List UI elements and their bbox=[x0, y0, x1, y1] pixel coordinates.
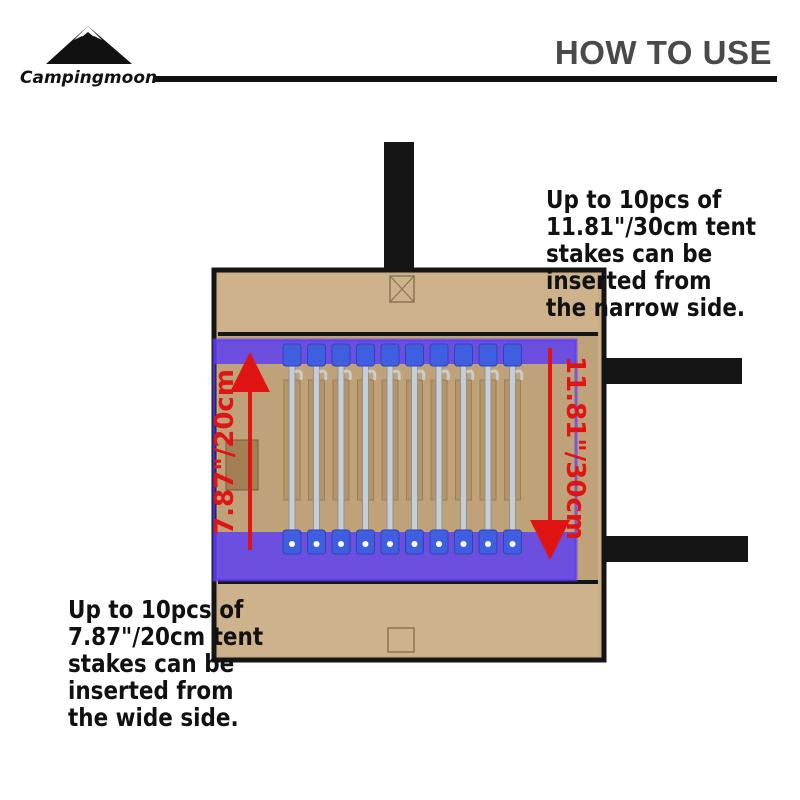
callout-line: inserted from bbox=[68, 676, 234, 705]
callout-line: Up to 10pcs of bbox=[546, 185, 722, 214]
stake-shaft bbox=[509, 361, 516, 531]
stake-head-top bbox=[429, 343, 449, 367]
wide-side-callout: Up to 10pcs of 7.87"/20cm tent stakes ca… bbox=[68, 596, 263, 731]
stake-hook bbox=[441, 369, 450, 381]
stake-shaft bbox=[484, 361, 492, 531]
stake-hook bbox=[367, 369, 377, 381]
stake-hook bbox=[392, 369, 401, 381]
stake-head-hole bbox=[509, 541, 516, 547]
right-strap-lower bbox=[590, 536, 748, 562]
stake-hook bbox=[318, 369, 328, 381]
stake-head-top bbox=[380, 343, 400, 367]
bottom-flap bbox=[218, 582, 598, 656]
stake-head-top bbox=[331, 343, 351, 367]
stitch-box-top bbox=[389, 275, 415, 303]
stake-shaft bbox=[460, 361, 467, 531]
stake-head-hole bbox=[289, 541, 295, 547]
header: Campingmoon HOW TO USE bbox=[0, 0, 800, 110]
header-divider bbox=[155, 76, 777, 82]
stake-head-hole bbox=[313, 541, 320, 547]
stake-hook bbox=[490, 369, 499, 381]
width-dimension-label: 7.87"/20cm bbox=[210, 369, 240, 535]
stake-head-top bbox=[282, 343, 302, 367]
right-strap-upper bbox=[590, 358, 742, 384]
stake-hook bbox=[294, 369, 303, 381]
stake-hook bbox=[343, 369, 352, 381]
stake-group bbox=[282, 343, 524, 555]
stake-head-top bbox=[478, 343, 498, 367]
stake-head-hole bbox=[338, 541, 344, 547]
stake-shaft bbox=[313, 361, 320, 531]
highlight-frame bbox=[212, 338, 578, 582]
narrow-side-callout: Up to 10pcs of 11.81"/30cm tent stakes c… bbox=[546, 186, 756, 321]
callout-line: inserted from bbox=[546, 266, 712, 295]
brand-logo: Campingmoon bbox=[20, 22, 157, 92]
stake-head-top bbox=[307, 343, 326, 367]
stake-head-top bbox=[454, 343, 473, 367]
stake-head-hole bbox=[362, 541, 369, 547]
page-title: HOW TO USE bbox=[554, 34, 772, 71]
top-flap bbox=[218, 274, 598, 334]
callout-line: stakes can be bbox=[68, 649, 235, 678]
stake-head-hole bbox=[436, 541, 442, 547]
stake-hook bbox=[465, 369, 475, 381]
stake-head-top bbox=[503, 343, 522, 367]
callout-line: stakes can be bbox=[546, 239, 713, 268]
brand-name: Campingmoon bbox=[20, 68, 158, 88]
stake-head-hole bbox=[411, 541, 418, 547]
stake-shaft bbox=[337, 361, 345, 531]
callout-line: 11.81"/30cm tent bbox=[546, 212, 757, 241]
stake-hook bbox=[416, 369, 426, 381]
callout-line: the wide side. bbox=[68, 703, 239, 732]
stake-shaft bbox=[435, 361, 443, 531]
leather-tag bbox=[225, 439, 259, 491]
stake-head-hole bbox=[460, 541, 467, 547]
length-dimension-label: 11.81"/30cm bbox=[560, 356, 590, 540]
top-strap bbox=[384, 142, 414, 270]
stake-shaft bbox=[362, 361, 369, 531]
stake-head-hole bbox=[485, 541, 491, 547]
mountain-icon bbox=[46, 26, 132, 64]
stake-hook bbox=[514, 369, 524, 381]
stake-head-hole bbox=[387, 541, 393, 547]
stake-shaft bbox=[411, 361, 418, 531]
callout-line: Up to 10pcs of bbox=[68, 595, 244, 624]
stitch-box-bottom bbox=[387, 627, 415, 653]
stake-shaft bbox=[386, 361, 394, 531]
callout-line: 7.87"/20cm tent bbox=[68, 622, 264, 651]
stake-head-top bbox=[356, 343, 375, 367]
stake-head-top bbox=[405, 343, 424, 367]
callout-line: the narrow side. bbox=[546, 293, 746, 322]
stake-shaft bbox=[288, 361, 296, 531]
